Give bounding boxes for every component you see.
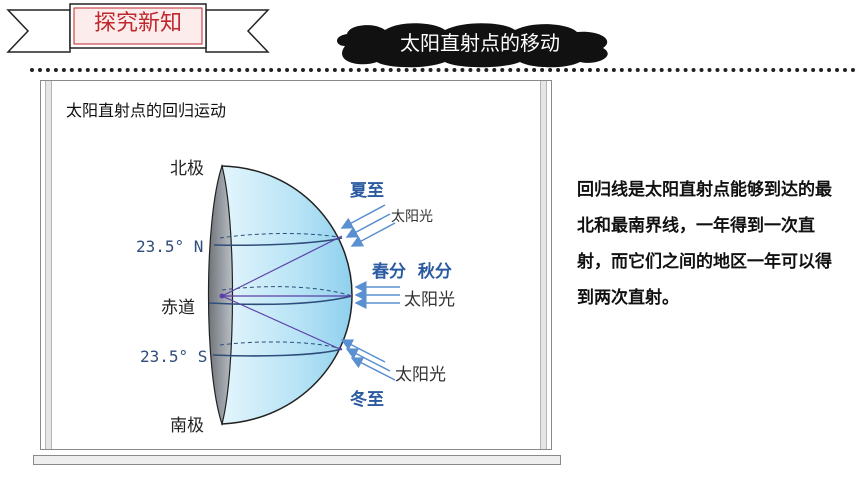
page-title: 太阳直射点的移动 [400,31,560,55]
sunray-bot-2 [345,348,391,372]
south-pole-label: 南极 [170,416,204,436]
dotted-divider [30,68,856,72]
sunray-bot-1 [340,339,386,363]
board-rail-left [45,81,52,449]
globe-hemisphere [221,165,353,425]
winter-solstice-label: 冬至 [350,390,384,410]
center-to-south-tropic [221,295,343,351]
equator-label: 赤道 [161,298,195,318]
tropic-north-label: 23.5° N [136,237,204,256]
north-pole-label: 北极 [170,159,204,179]
banner-ribbon [6,3,270,53]
tropic-north-line [213,237,343,247]
cloud-shape [337,23,608,68]
sunray-bot-3 [350,357,396,381]
equinox-label: 春分 秋分 [372,262,452,282]
board-bottom-bar [33,455,561,465]
tropic-south-back [219,341,343,350]
tropic-south-label: 23.5° S [140,347,208,366]
sunlight-label-bottom: 太阳光 [395,365,446,385]
board-rail-right [540,81,547,449]
sunray-top-2 [345,213,391,238]
diagram-heading: 太阳直射点的回归运动 [66,101,227,120]
summer-solstice-label: 夏至 [350,181,384,201]
sunlight-label-top: 太阳光 [391,209,433,225]
section-badge: 探究新知 [93,11,182,36]
sunlight-label-middle: 太阳光 [404,290,455,310]
tropic-north-back [219,233,343,239]
earth-center [219,293,225,299]
explanation-text: 回归线是太阳直射点能够到达的最北和最南界线，一年得到一次直射，而它们之间的地区一… [577,180,832,308]
tropic-south-line [212,348,343,357]
sunray-top-1 [340,204,386,229]
equator-line [208,295,353,306]
center-to-north-tropic [221,235,343,297]
sunray-top-3 [350,222,396,247]
